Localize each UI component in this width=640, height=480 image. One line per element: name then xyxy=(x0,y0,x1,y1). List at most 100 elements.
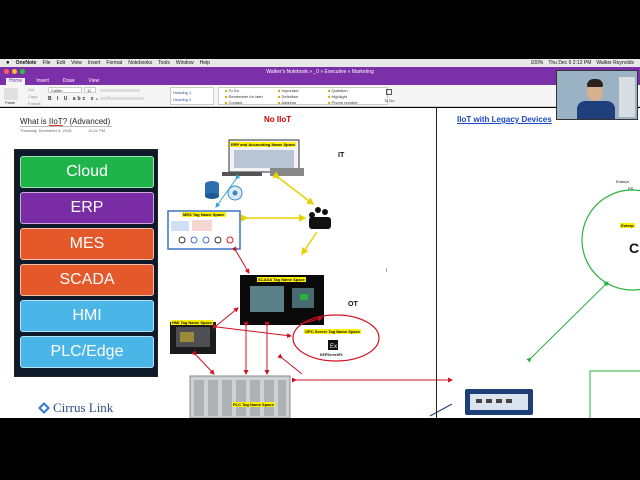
list-buttons[interactable] xyxy=(100,89,140,92)
checkbox-icon[interactable] xyxy=(386,89,392,95)
tab-insert[interactable]: Insert xyxy=(36,78,49,84)
zoom-window-icon[interactable] xyxy=(20,69,25,74)
page-date: Thursday, December 6, 2018 xyxy=(20,128,72,133)
tag-phone[interactable]: Phone number xyxy=(328,100,358,105)
tag-remember[interactable]: Remember for later xyxy=(225,94,263,99)
page-title-prefix: What is xyxy=(20,117,49,126)
clock[interactable]: Thu Dec 6 2:12 PM xyxy=(548,60,592,66)
paste-button[interactable]: Paste xyxy=(5,100,16,105)
tag-to-do[interactable]: To Do xyxy=(225,88,263,93)
scada-namespace-label: SCADA Tag Name Space xyxy=(257,277,306,282)
heading-no-iiot: No IIoT xyxy=(264,115,292,124)
to-do-button[interactable]: To Do xyxy=(384,98,395,103)
layer-mes: MES xyxy=(20,228,154,260)
user-name[interactable]: Walker Reynolds xyxy=(596,60,634,66)
font-size-select[interactable]: 11 xyxy=(84,87,96,93)
layer-scada-label: SCADA xyxy=(59,271,115,288)
menu-insert[interactable]: Insert xyxy=(87,60,101,66)
menu-help[interactable]: Help xyxy=(199,60,210,66)
cirrus-link-mark-icon xyxy=(38,402,50,414)
paste-icon[interactable] xyxy=(4,88,18,100)
erp-namespace-label: ERP and Accounting Name Space xyxy=(230,142,297,147)
tag-definition[interactable]: Definition xyxy=(278,94,299,99)
minimize-window-icon[interactable] xyxy=(12,69,17,74)
tag-contact[interactable]: Contact xyxy=(225,100,263,105)
page-title-suffix: ? (Advanced) xyxy=(62,117,111,126)
enterprise-text: Enterpr xyxy=(616,179,630,184)
page-canvas[interactable]: What is IIoT? (Advanced) Thursday, Decem… xyxy=(0,108,640,418)
opc-namespace-label: OPC Server Tag Name Space xyxy=(304,329,362,334)
people-icon xyxy=(309,207,331,229)
presenter-body xyxy=(577,101,615,119)
close-window-icon[interactable] xyxy=(4,69,9,74)
layer-plc-edge: PLC/Edge xyxy=(20,336,154,368)
menu-notebooks[interactable]: Notebooks xyxy=(128,60,153,66)
styles-gallery[interactable]: Heading 1 Heading 2 xyxy=(170,87,214,105)
menu-format[interactable]: Format xyxy=(106,60,123,66)
svg-text:Ex: Ex xyxy=(330,344,337,350)
tab-home[interactable]: Home xyxy=(6,78,26,85)
layer-mes-label: MES xyxy=(69,235,105,252)
style-heading-2[interactable]: Heading 2 xyxy=(173,97,192,102)
c-glyph: C xyxy=(629,240,640,256)
menu-edit[interactable]: Edit xyxy=(56,60,66,66)
label-it: IT xyxy=(338,152,345,159)
menu-app-name[interactable]: OneNote xyxy=(15,60,37,66)
font-select[interactable]: Calibri xyxy=(48,87,82,93)
tag-important[interactable]: Important xyxy=(278,88,299,93)
window-title-bar: Walker's Notebook » _0 » Executive » Mar… xyxy=(0,67,640,77)
cirrus-link-text: Cirrus Link xyxy=(53,400,114,415)
page-title[interactable]: What is IIoT? (Advanced) xyxy=(20,117,110,126)
apple-icon[interactable]: ● xyxy=(6,60,10,66)
layer-cloud: Cloud xyxy=(20,156,154,188)
layer-erp-label: ERP xyxy=(70,199,104,216)
text-cursor-icon: I xyxy=(386,268,388,274)
enterprise-circle xyxy=(581,189,640,291)
title-underline xyxy=(20,126,112,127)
status-area: 100% Thu Dec 6 2:12 PM Walker Reynolds xyxy=(531,60,640,66)
heading-iiot-legacy: IIoT with Legacy Devices xyxy=(457,115,552,124)
layer-hmi: HMI xyxy=(20,300,154,332)
menu-window[interactable]: Window xyxy=(175,60,194,66)
layer-hmi-label: HMI xyxy=(72,307,102,324)
menu-tools[interactable]: Tools xyxy=(158,60,170,66)
cut-button[interactable]: Cut xyxy=(28,87,35,92)
layer-erp: ERP xyxy=(20,192,154,224)
color-buttons[interactable] xyxy=(100,97,144,100)
style-heading-1[interactable]: Heading 1 xyxy=(173,90,192,95)
page-title-iiot: IIoT xyxy=(48,117,63,126)
page-time: 12:41 PM xyxy=(88,128,106,133)
cirrus-link-logo: Cirrus Link xyxy=(38,400,113,416)
enterprise-namespace-label: Enterp xyxy=(620,223,635,228)
tab-view[interactable]: View xyxy=(88,78,100,84)
ps-text: PS xyxy=(628,186,634,191)
format-buttons[interactable]: B I U abc x₂ x² xyxy=(48,96,112,102)
tags-column-3: Question Highlight Phone number xyxy=(328,88,358,105)
tag-highlight[interactable]: Highlight xyxy=(328,94,358,99)
menu-file[interactable]: File xyxy=(42,60,51,66)
tab-draw[interactable]: Draw xyxy=(62,78,75,84)
window-title: Walker's Notebook » _0 » Executive » Mar… xyxy=(266,69,374,75)
section-divider xyxy=(436,108,437,418)
window-controls xyxy=(4,69,25,74)
background-shelf xyxy=(619,77,635,117)
battery-status[interactable]: 100% xyxy=(530,60,544,66)
tag-address[interactable]: Address xyxy=(278,100,298,105)
edge-gateway-icon xyxy=(465,389,533,415)
format-painter-button[interactable]: Format xyxy=(28,101,41,106)
kepserver-icon: Ex xyxy=(328,340,338,350)
menu-view[interactable]: View xyxy=(71,60,82,66)
plc-namespace-label: PLC Tag Name Space xyxy=(232,402,275,407)
copy-button[interactable]: Copy xyxy=(28,94,38,99)
ribbon: Paste Cut Copy Format Calibri 11 B I U a… xyxy=(0,85,640,107)
edge-box xyxy=(589,370,640,418)
tags-column-1: To Do Remember for later Contact xyxy=(225,88,263,105)
label-ot: OT xyxy=(348,301,358,308)
iiot-stack: Cloud ERP MES SCADA HMI PLC/Edge xyxy=(14,149,158,377)
tag-question[interactable]: Question xyxy=(328,88,358,93)
layer-plc-edge-label: PLC/Edge xyxy=(50,343,124,360)
webcam-overlay xyxy=(556,70,638,120)
plc-rack-icon xyxy=(189,375,291,418)
ribbon-tabs: Home Insert Draw View xyxy=(0,77,640,85)
